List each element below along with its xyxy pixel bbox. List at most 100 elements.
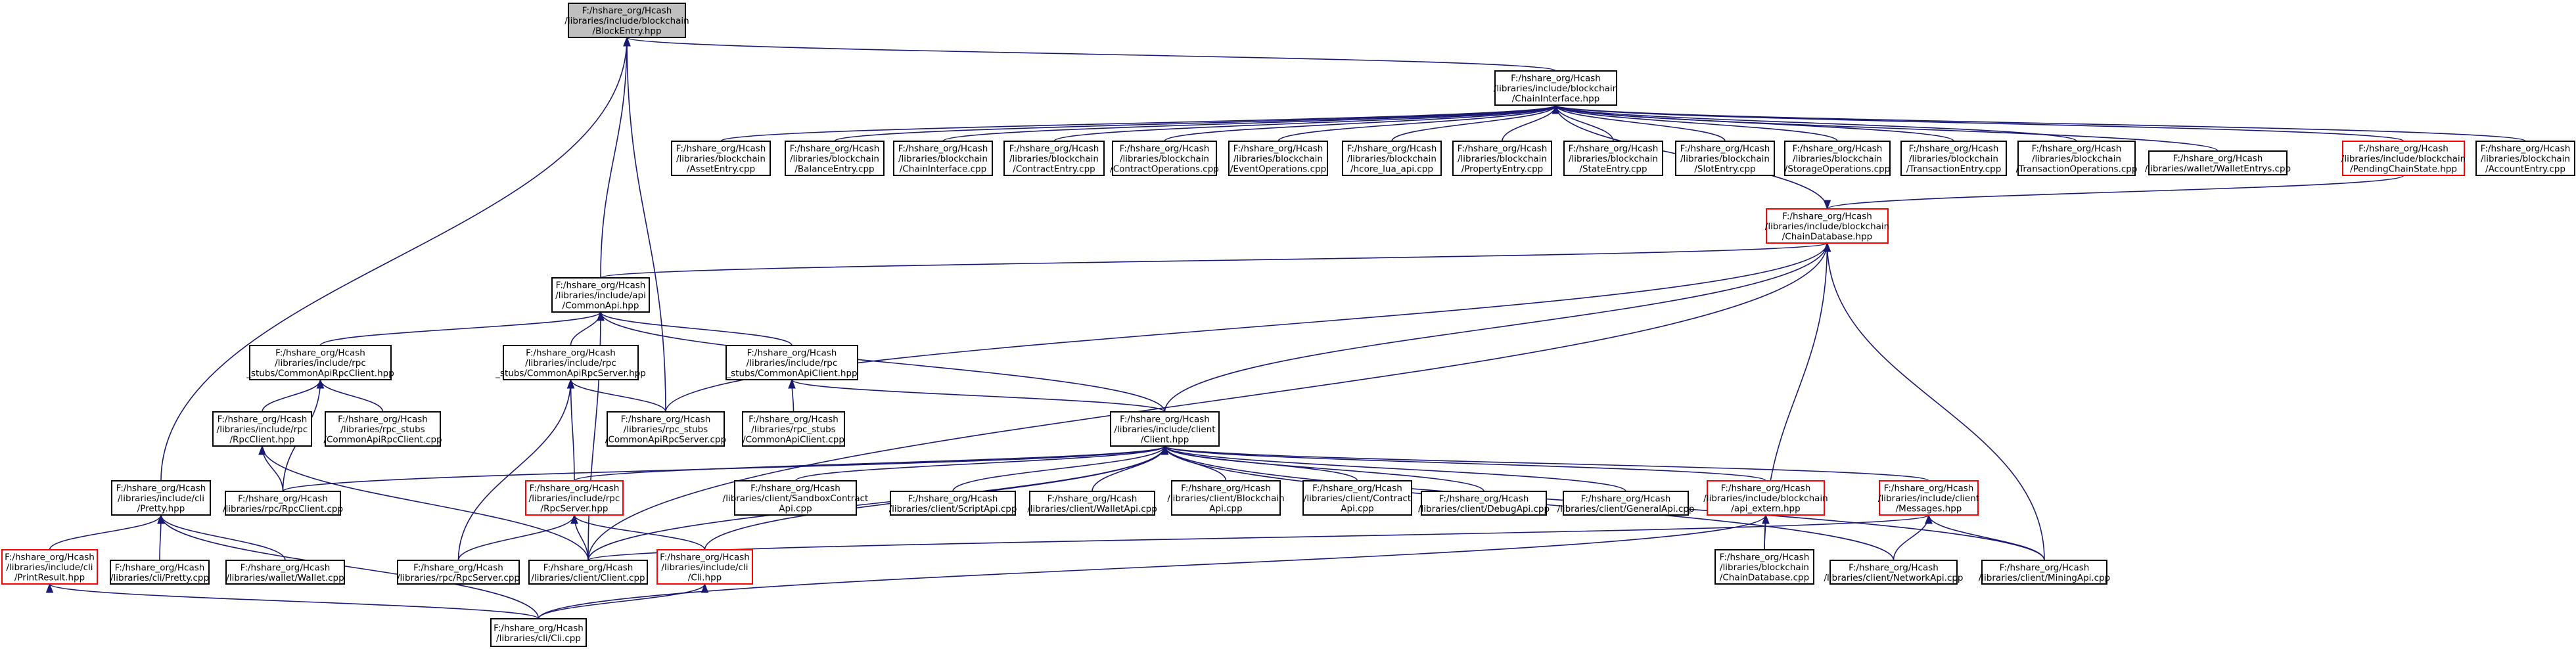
node-common-api-client-hpp[interactable]: F:/hshare_org/Hcash/libraries/include/rp…: [725, 345, 858, 380]
node-state-entry[interactable]: F:/hshare_org/Hcash/libraries/blockchain…: [1563, 141, 1663, 176]
node-chain-database[interactable]: F:/hshare_org/Hcash/libraries/include/bl…: [1765, 208, 1889, 244]
node-label-line: /AccountEntry.cpp: [2485, 164, 2565, 175]
node-box: [656, 549, 753, 585]
node-label-line: /libraries/include/cli: [661, 562, 748, 573]
node-box: [503, 345, 639, 380]
node-label-line: F:/hshare_org/Hcash: [1884, 483, 1974, 494]
node-cli-hpp[interactable]: F:/hshare_org/Hcash/libraries/include/cl…: [656, 549, 753, 585]
node-common-api-rpc-server-hpp[interactable]: F:/hshare_org/Hcash/libraries/include/rp…: [495, 345, 646, 380]
node-label-line: /libraries/blockchain: [1009, 154, 1099, 164]
node-balance-entry[interactable]: F:/hshare_org/Hcash/libraries/blockchain…: [785, 141, 885, 176]
node-label-line: F:/hshare_org/Hcash: [116, 483, 206, 494]
node-api-extern[interactable]: F:/hshare_org/Hcash/libraries/include/bl…: [1703, 480, 1828, 516]
node-label-line: /libraries/client/DebugApi.cpp: [1418, 504, 1550, 514]
node-common-api[interactable]: F:/hshare_org/Hcash/libraries/include/ap…: [551, 277, 650, 313]
node-label-line: /CommonApi.hpp: [563, 301, 639, 311]
node-chain-interface[interactable]: F:/hshare_org/Hcash/libraries/include/bl…: [1494, 70, 1618, 106]
node-client-hpp[interactable]: F:/hshare_org/Hcash/libraries/include/cl…: [1110, 411, 1220, 447]
node-label-line: F:/hshare_org/Hcash: [1458, 144, 1548, 154]
node-label-line: F:/hshare_org/Hcash: [621, 414, 711, 425]
node-common-api-rpc-client-hpp[interactable]: F:/hshare_org/Hcash/libraries/include/rp…: [246, 345, 394, 380]
node-asset-entry[interactable]: F:/hshare_org/Hcash/libraries/blockchain…: [671, 141, 771, 176]
node-slot-entry[interactable]: F:/hshare_org/Hcash/libraries/blockchain…: [1675, 141, 1775, 176]
node-box: [1302, 480, 1412, 516]
node-label-line: /Client.hpp: [1141, 435, 1189, 445]
node-label-line: /libraries/wallet/Wallet.cpp: [226, 573, 344, 583]
node-label-line: /libraries/client/Contract: [1304, 493, 1411, 504]
node-wallet-api[interactable]: F:/hshare_org/Hcash/libraries/client/Wal…: [1027, 491, 1157, 516]
node-box: [528, 560, 648, 585]
node-pretty-hpp[interactable]: F:/hshare_org/Hcash/libraries/include/cl…: [111, 480, 211, 516]
node-label-line: F:/hshare_org/Hcash: [1793, 144, 1883, 154]
edge-line: [1164, 445, 1626, 492]
node-label-line: /libraries/client/ScriptApi.cpp: [889, 504, 1017, 514]
node-messages-hpp[interactable]: F:/hshare_org/Hcash/libraries/include/cl…: [1878, 480, 1979, 516]
node-sandbox-contract-api[interactable]: F:/hshare_org/Hcash/libraries/client/San…: [723, 480, 869, 516]
node-box: [212, 411, 312, 447]
dependency-edge: [1164, 242, 1831, 413]
node-label-line: F:/hshare_org/Hcash: [2032, 144, 2122, 154]
node-label-line: F:/hshare_org/Hcash: [218, 414, 308, 425]
dependency-edge: [1823, 175, 2404, 210]
node-label-line: /ChainDatabase.cpp: [1720, 573, 1809, 583]
node-label-line: /PropertyEntry.cpp: [1461, 164, 1544, 175]
node-contract-api[interactable]: F:/hshare_org/Hcash/libraries/client/Con…: [1302, 480, 1412, 516]
node-storage-operations[interactable]: F:/hshare_org/Hcash/libraries/blockchain…: [1784, 141, 1891, 176]
node-client-cpp[interactable]: F:/hshare_org/Hcash/libraries/client/Cli…: [528, 560, 648, 585]
dependency-edge: [538, 583, 709, 619]
node-label-line: /libraries/rpc/RpcClient.cpp: [223, 504, 343, 514]
node-box: [1452, 141, 1552, 176]
node-common-api-rpc-server-cpp[interactable]: F:/hshare_org/Hcash/libraries/rpc_stubs/…: [605, 411, 726, 447]
node-label-line: /libraries/client/SandboxContract: [723, 493, 869, 504]
node-label-line: _stubs/CommonApiRpcClient.hpp: [246, 369, 394, 379]
node-label-line: F:/hshare_org/Hcash: [1849, 562, 1939, 573]
node-label-line: /libraries/client/Client.cpp: [531, 573, 645, 583]
node-label-line: /libraries/include/blockchain: [1703, 493, 1828, 504]
node-rpc-server-hpp[interactable]: F:/hshare_org/Hcash/libraries/include/rp…: [525, 480, 624, 516]
node-common-api-rpc-client-cpp[interactable]: F:/hshare_org/Hcash/libraries/rpc_stubs/…: [323, 411, 442, 447]
node-box: [742, 411, 845, 447]
node-mining-api[interactable]: F:/hshare_org/Hcash/libraries/client/Min…: [1979, 560, 2111, 585]
node-transaction-entry[interactable]: F:/hshare_org/Hcash/libraries/blockchain…: [1900, 141, 2007, 176]
node-print-result[interactable]: F:/hshare_org/Hcash/libraries/include/cl…: [1, 549, 98, 585]
node-cli-pretty-cpp[interactable]: F:/hshare_org/Hcash/libraries/cli/Pretty…: [110, 560, 210, 585]
node-label-line: F:/hshare_org/Hcash: [750, 483, 840, 494]
node-rpc-server-cpp[interactable]: F:/hshare_org/Hcash/libraries/rpc/RpcSer…: [397, 560, 520, 585]
node-account-entry[interactable]: F:/hshare_org/Hcash/libraries/blockchain…: [2475, 141, 2575, 176]
node-event-operations[interactable]: F:/hshare_org/Hcash/libraries/blockchain…: [1228, 141, 1328, 176]
node-general-api[interactable]: F:/hshare_org/Hcash/libraries/client/Gen…: [1557, 491, 1695, 516]
node-rpc-client-cpp[interactable]: F:/hshare_org/Hcash/libraries/rpc/RpcCli…: [223, 491, 343, 516]
node-label-line: /RpcServer.hpp: [541, 504, 609, 514]
dependency-edge: [566, 378, 666, 413]
node-chain-database-cpp[interactable]: F:/hshare_org/Hcash/libraries/blockchain…: [1714, 549, 1814, 585]
node-hcore-lua-api[interactable]: F:/hshare_org/Hcash/libraries/blockchain…: [1342, 141, 1442, 176]
node-pending-chain-state[interactable]: F:/hshare_org/Hcash/libraries/include/bl…: [2341, 141, 2466, 176]
node-box: [1981, 560, 2107, 585]
node-network-api[interactable]: F:/hshare_org/Hcash/libraries/client/Net…: [1824, 560, 1964, 585]
node-cli-cpp[interactable]: F:/hshare_org/Hcash/libraries/cli/Cli.cp…: [490, 618, 587, 647]
node-contract-entry[interactable]: F:/hshare_org/Hcash/libraries/blockchain…: [1003, 141, 1105, 176]
node-blockchain-api[interactable]: F:/hshare_org/Hcash/libraries/client/Blo…: [1167, 480, 1285, 516]
node-label-line: F:/hshare_org/Hcash: [1511, 74, 1601, 84]
node-transaction-operations[interactable]: F:/hshare_org/Hcash/libraries/blockchain…: [2016, 141, 2138, 176]
node-label-line: F:/hshare_org/Hcash: [1569, 144, 1659, 154]
node-wallet-entrys[interactable]: F:/hshare_org/Hcash/libraries/wallet/Wal…: [2145, 150, 2291, 175]
node-block-entry[interactable]: F:/hshare_org/Hcash/libraries/include/bl…: [564, 3, 689, 38]
node-debug-api[interactable]: F:/hshare_org/Hcash/libraries/client/Deb…: [1418, 491, 1550, 516]
node-box: [2475, 141, 2575, 176]
node-rpc-client-hpp[interactable]: F:/hshare_org/Hcash/libraries/include/rp…: [212, 411, 312, 447]
node-label-line: F:/hshare_org/Hcash: [2173, 153, 2263, 164]
dependency-edge: [1161, 445, 1766, 481]
node-label-line: /Pretty.hpp: [137, 504, 185, 514]
node-contract-operations[interactable]: F:/hshare_org/Hcash/libraries/blockchain…: [1110, 141, 1219, 176]
node-label-line: F:/hshare_org/Hcash: [790, 144, 880, 154]
node-script-api[interactable]: F:/hshare_org/Hcash/libraries/client/Scr…: [889, 491, 1017, 516]
node-label-line: /libraries/client/Blockchain: [1167, 493, 1284, 504]
node-box: [1829, 560, 1958, 585]
node-chain-interface-cpp[interactable]: F:/hshare_org/Hcash/libraries/blockchain…: [893, 141, 993, 176]
node-label-line: /libraries/client/GeneralApi.cpp: [1557, 504, 1695, 514]
node-wallet-cpp[interactable]: F:/hshare_org/Hcash/libraries/wallet/Wal…: [225, 560, 345, 585]
node-property-entry[interactable]: F:/hshare_org/Hcash/libraries/blockchain…: [1452, 141, 1552, 176]
node-label-line: F:/hshare_org/Hcash: [5, 552, 95, 563]
node-common-api-client-cpp[interactable]: F:/hshare_org/Hcash/libraries/rpc_stubs/…: [742, 411, 845, 447]
